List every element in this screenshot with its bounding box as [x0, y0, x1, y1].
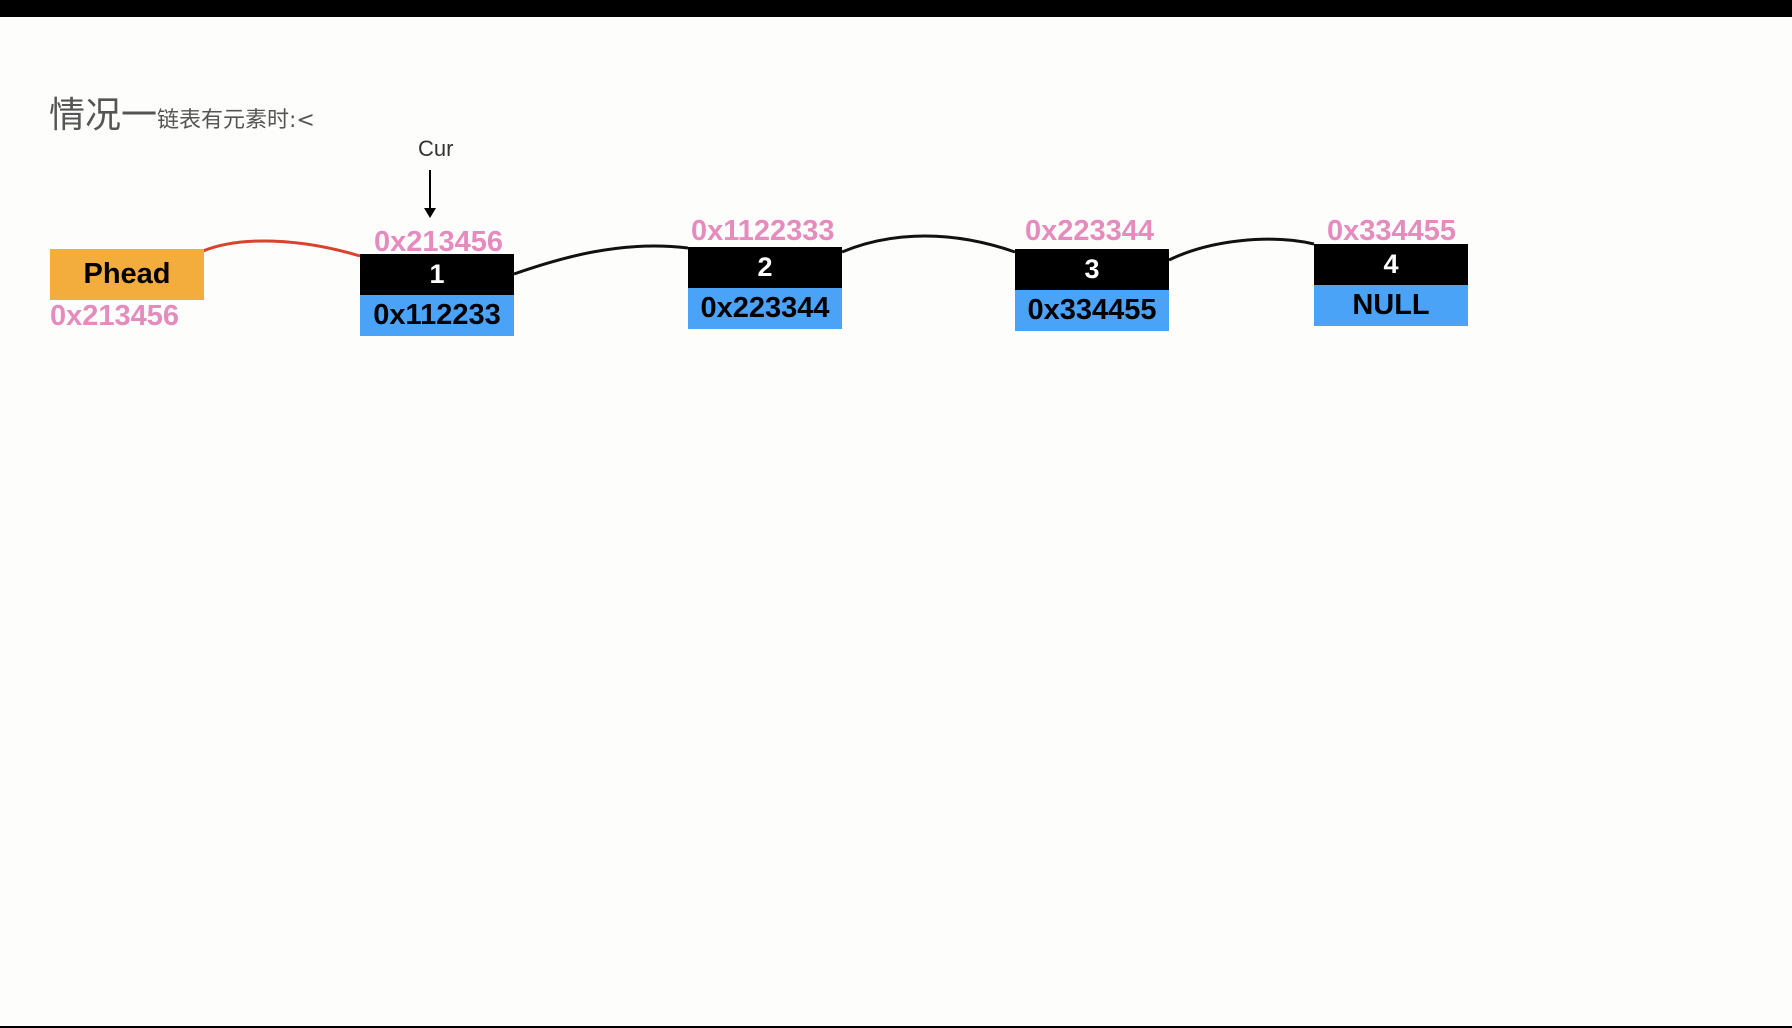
- phead-box: Phead: [50, 249, 204, 300]
- node-4-address: 0x334455: [1327, 215, 1457, 247]
- title-main: 情况一: [49, 95, 158, 136]
- node-4-value: 4: [1314, 244, 1468, 285]
- node-2: 2 0x223344: [688, 247, 842, 329]
- node-3: 3 0x334455: [1015, 249, 1169, 331]
- node-3-value: 3: [1015, 249, 1169, 290]
- link-curve-3-4: [1168, 237, 1315, 262]
- node-1: 1 0x112233: [360, 254, 514, 336]
- node-2-next: 0x223344: [688, 288, 842, 329]
- phead-address: 0x213456: [50, 300, 180, 332]
- node-1-address: 0x213456: [374, 226, 504, 258]
- node-4: 4 NULL: [1314, 244, 1468, 326]
- head-link-curve: [202, 239, 361, 258]
- node-4-next: NULL: [1314, 285, 1468, 326]
- cur-arrow-icon: [424, 170, 436, 218]
- node-1-next: 0x112233: [360, 295, 514, 336]
- node-3-next: 0x334455: [1015, 290, 1169, 331]
- node-1-value: 1: [360, 254, 514, 295]
- link-curve-1-2: [513, 244, 689, 276]
- top-border: [0, 0, 1792, 17]
- node-2-address: 0x1122333: [691, 215, 835, 247]
- slide-title: 情况一链表有元素时:<: [49, 86, 315, 138]
- cur-label: Cur: [418, 136, 454, 161]
- bottom-border: [0, 1026, 1792, 1028]
- node-2-value: 2: [688, 247, 842, 288]
- node-3-address: 0x223344: [1025, 215, 1155, 247]
- title-sub: 链表有元素时:<: [157, 108, 315, 133]
- link-curve-2-3: [841, 234, 1016, 254]
